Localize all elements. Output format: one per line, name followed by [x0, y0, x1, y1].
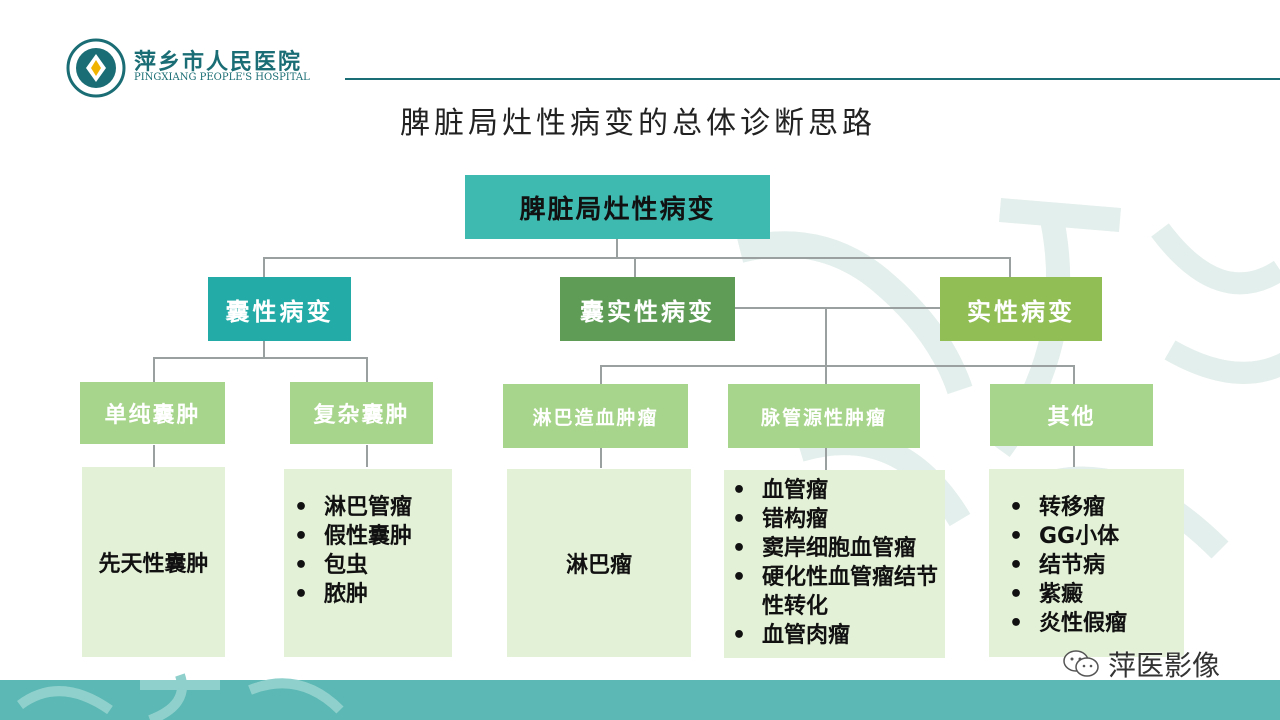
header-divider	[345, 78, 1280, 80]
detail-vascular-tumor: 血管瘤 错构瘤 窦岸细胞血管瘤 硬化性血管瘤结节性转化 血管肉瘤	[724, 470, 945, 658]
connector-cystic-children	[153, 357, 367, 359]
list-item: 炎性假瘤	[1003, 609, 1184, 638]
root-node-label: 脾脏局灶性病变	[519, 194, 716, 225]
hospital-name-en: PINGXIANG PEOPLE'S HOSPITAL	[134, 72, 310, 83]
node-lymph-tumor-label: 淋巴造血肿瘤	[532, 406, 659, 429]
list-item: 假性囊肿	[288, 522, 452, 551]
node-other-label: 其他	[1047, 405, 1096, 430]
detail-complex-cyst: 淋巴管瘤 假性囊肿 包虫 脓肿	[284, 469, 452, 657]
node-simple-cyst-label: 单纯囊肿	[104, 403, 201, 428]
connector-other-detail	[1073, 445, 1075, 467]
node-solid-label: 实性病变	[967, 297, 1075, 326]
wechat-watermark: 萍医影像	[1062, 644, 1220, 684]
node-lymph-tumor: 淋巴造血肿瘤	[503, 384, 688, 448]
list-item: 血管肉瘤	[726, 621, 945, 650]
hospital-name-cn: 萍乡市人民医院	[134, 49, 303, 75]
node-cystic: 囊性病变	[208, 277, 351, 341]
connector-solid-children	[600, 365, 1075, 367]
connector-mixed-down	[825, 307, 827, 366]
detail-lymph-tumor: 淋巴瘤	[507, 469, 691, 657]
connector-vascular-up	[825, 365, 827, 384]
complex-cyst-list: 淋巴管瘤 假性囊肿 包虫 脓肿	[288, 493, 452, 609]
detail-simple-cyst-text: 先天性囊肿	[98, 552, 209, 577]
list-item: 结节病	[1003, 551, 1184, 580]
list-item: 硬化性血管瘤结节性转化	[726, 563, 945, 621]
connector-solid-to-mixed	[735, 307, 940, 309]
connector-mixed	[634, 257, 636, 277]
node-cystic-label: 囊性病变	[225, 297, 334, 326]
detail-simple-cyst: 先天性囊肿	[82, 467, 225, 657]
vascular-tumor-list: 血管瘤 错构瘤 窦岸细胞血管瘤 硬化性血管瘤结节性转化 血管肉瘤	[726, 476, 945, 650]
root-node: 脾脏局灶性病变	[465, 175, 770, 239]
connector-solid	[1009, 257, 1011, 277]
list-item: 淋巴管瘤	[288, 493, 452, 522]
detail-other: 转移瘤 GG小体 结节病 紫癜 炎性假瘤	[989, 469, 1184, 657]
connector-cystic-down	[263, 340, 265, 358]
list-item: 包虫	[288, 551, 452, 580]
node-complex-cyst-label: 复杂囊肿	[313, 403, 410, 428]
other-list: 转移瘤 GG小体 结节病 紫癜 炎性假瘤	[1003, 493, 1184, 638]
list-item: 血管瘤	[726, 476, 945, 505]
footer-watermark	[0, 665, 400, 720]
connector-other-up	[1073, 365, 1075, 384]
list-item: GG小体	[1003, 522, 1184, 551]
connector-level1-horizontal	[263, 257, 1011, 259]
connector-lymph-detail	[600, 448, 602, 468]
connector-complex-detail	[366, 445, 368, 467]
node-complex-cyst: 复杂囊肿	[290, 382, 433, 444]
list-item: 错构瘤	[726, 505, 945, 534]
node-mixed: 囊实性病变	[560, 277, 735, 341]
detail-lymph-tumor-text: 淋巴瘤	[565, 553, 632, 578]
connector-lymph-up	[600, 365, 602, 384]
hospital-logo	[66, 38, 126, 98]
list-item: 脓肿	[288, 580, 452, 609]
connector-complex-up	[366, 357, 368, 382]
connector-simple-detail	[153, 445, 155, 467]
connector-root-down	[616, 238, 618, 258]
wechat-label: 萍医影像	[1108, 649, 1221, 682]
list-item: 转移瘤	[1003, 493, 1184, 522]
list-item: 窦岸细胞血管瘤	[726, 534, 945, 563]
node-mixed-label: 囊实性病变	[580, 297, 715, 326]
connector-cystic	[263, 257, 265, 277]
connector-simple-up	[153, 357, 155, 382]
node-solid: 实性病变	[940, 277, 1102, 341]
wechat-icon	[1062, 648, 1100, 680]
connector-vascular-detail	[825, 448, 827, 470]
node-other: 其他	[990, 384, 1153, 446]
slide-title: 脾脏局灶性病变的总体诊断思路	[400, 106, 876, 141]
node-vascular-tumor: 脉管源性肿瘤	[728, 384, 920, 448]
node-simple-cyst: 单纯囊肿	[80, 382, 225, 444]
list-item: 紫癜	[1003, 580, 1184, 609]
node-vascular-tumor-label: 脉管源性肿瘤	[760, 406, 887, 429]
